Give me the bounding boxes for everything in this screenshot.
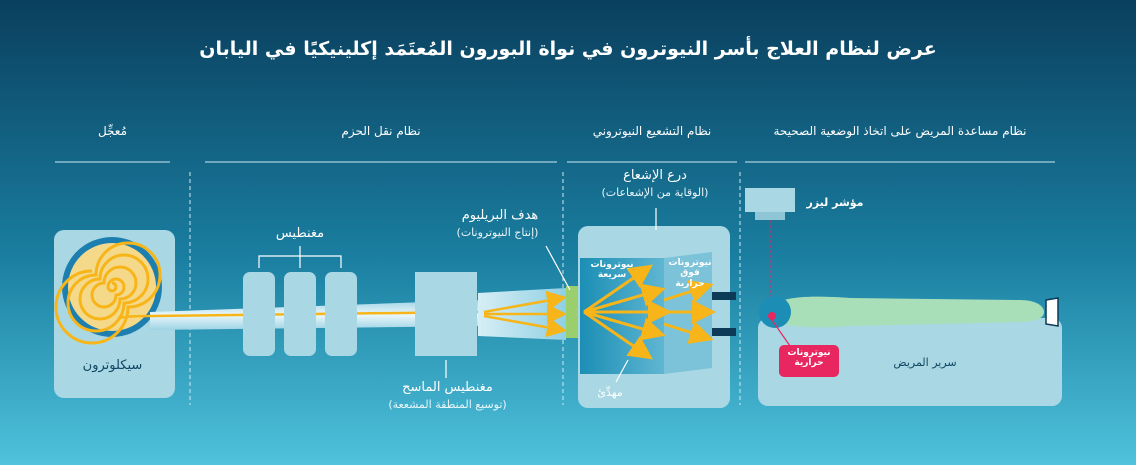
section-beam-transport: نظام نقل الحزم — [341, 124, 421, 138]
beryllium-target-label: هدف البريليوم — [461, 208, 539, 223]
beryllium-pointer — [545, 245, 571, 291]
shield-label: درع الإشعاع — [623, 168, 687, 183]
patient-feet — [1045, 297, 1059, 327]
collimator-tip-bottom — [712, 328, 736, 336]
cyclotron-spiral — [54, 241, 162, 345]
scanning-magnet — [415, 272, 477, 356]
cyclotron-label: سيكلوترون — [82, 358, 143, 373]
section-irradiation: نظام التشعيع النيوتروني — [592, 124, 712, 138]
cyclotron-core — [68, 243, 156, 331]
laser-pointer-label: مؤشر ليزر — [806, 196, 864, 209]
magnet-3 — [325, 272, 357, 356]
magnets-label: مغنطيس — [275, 226, 325, 241]
moderator-label: مهدِّئ — [597, 386, 623, 399]
scanning-magnet-label: مغنطيس الماسح — [402, 380, 493, 395]
diagram-title: عرض لنظام العلاج بأسر النيوترون في نواة … — [199, 38, 937, 60]
magnet-1 — [243, 272, 275, 356]
moderator-pointer — [615, 359, 629, 383]
section-positioning: نظام مساعدة المريض على اتخاذ الوضعية الص… — [773, 124, 1027, 138]
patient-head — [759, 296, 791, 328]
magnet-2 — [284, 272, 316, 356]
neutron-arrows — [583, 264, 716, 360]
epithermal-neutrons-label: نيوترونات فوق حرارية — [668, 258, 712, 289]
scanning-magnet-sub: (توسيع المنطقة المشععة) — [388, 398, 507, 411]
section-dividers — [189, 172, 741, 405]
beryllium-target-sub: (إنتاج النيوترونات) — [456, 226, 539, 239]
shield-sub: (الوقاية من الإشعاعات) — [601, 186, 709, 199]
laser-pointer-device — [745, 188, 795, 212]
collimator-tip-top — [712, 292, 736, 300]
beryllium-target — [566, 286, 580, 338]
patient-bed-label: سرير المريض — [893, 356, 957, 369]
thermal-neutrons-pointer — [771, 319, 791, 347]
beam-line — [117, 310, 479, 320]
fast-neutrons-label: نيوترونات سريعة — [590, 260, 634, 281]
tumor-target — [768, 312, 776, 320]
magnets-bracket — [258, 246, 342, 268]
thermal-neutrons-label: نيوترونات حرارية — [787, 348, 831, 369]
laser-pointer-head — [755, 212, 785, 220]
section-accelerator: مُعجِّل — [97, 124, 128, 138]
patient-bed — [758, 318, 1062, 406]
beam-scan-lines — [483, 290, 567, 338]
patient-body — [784, 296, 1044, 328]
thermal-neutrons-badge — [779, 345, 839, 377]
